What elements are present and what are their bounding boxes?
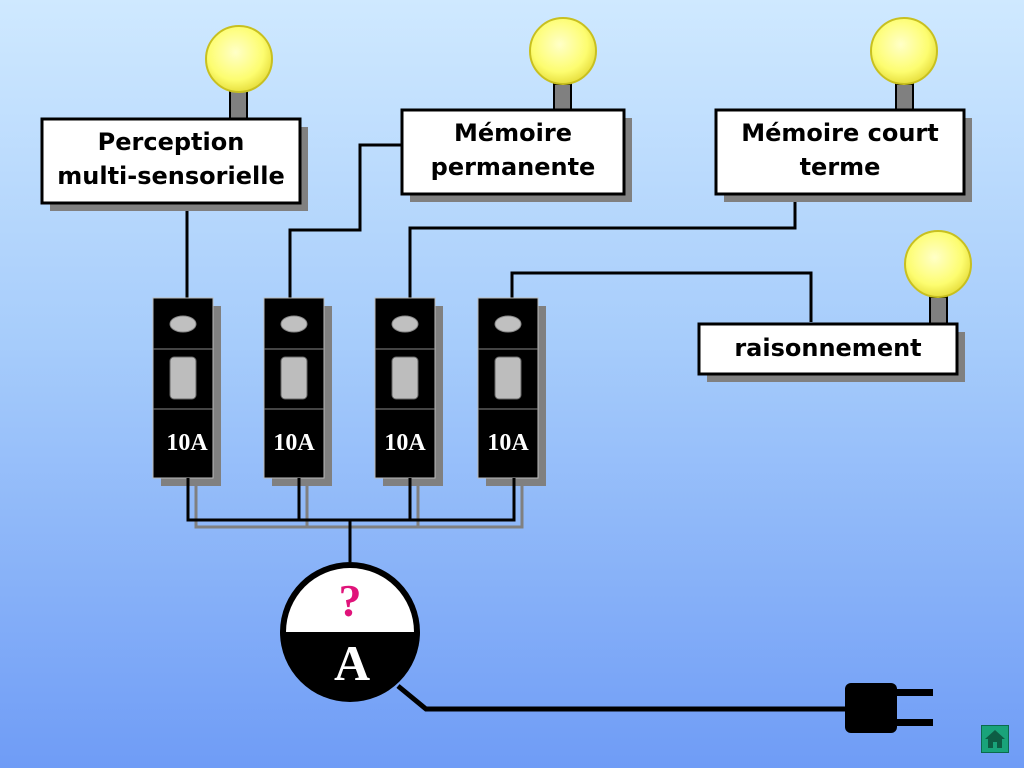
label-raisonnement: raisonnement — [697, 322, 965, 382]
label-memoire-court-terme: Mémoire court terme — [714, 108, 972, 202]
wire-memoire-court-terme — [408, 192, 797, 298]
home-button[interactable] — [981, 725, 1009, 753]
ammeter-symbol: A — [334, 635, 370, 691]
label-perception-line1: Perception — [98, 128, 245, 156]
label-perception: Perception multi-sensorielle — [40, 117, 308, 211]
bulb-raisonnement — [904, 230, 972, 326]
wires — [185, 143, 813, 322]
breaker-1[interactable]: 10A — [152, 297, 221, 486]
breaker-3-switch[interactable] — [391, 356, 419, 400]
label-raisonnement-line1: raisonnement — [734, 334, 921, 362]
plug-icon — [845, 683, 933, 733]
breaker-2-rating: 10A — [273, 430, 315, 456]
wire-raisonnement — [510, 271, 813, 322]
ammeter-question: ? — [339, 575, 362, 626]
breaker-3-rating: 10A — [384, 430, 426, 456]
bulb-perception — [205, 25, 273, 120]
ammeter: ? A — [280, 562, 420, 702]
label-memoire-permanente-line1: Mémoire — [454, 119, 572, 147]
bus-wires — [186, 478, 524, 562]
breakers: 10A 10A 10A 10A — [152, 297, 546, 486]
label-memoire-court-terme-line1: Mémoire court — [741, 119, 938, 147]
breaker-4-rating: 10A — [487, 430, 529, 456]
breaker-4-switch[interactable] — [494, 356, 522, 400]
breaker-2-switch[interactable] — [280, 356, 308, 400]
breaker-3[interactable]: 10A — [374, 297, 443, 486]
label-memoire-permanente: Mémoire permanente — [400, 108, 632, 202]
breaker-1-rating: 10A — [166, 430, 208, 456]
label-perception-line2: multi-sensorielle — [57, 162, 284, 190]
bulb-memoire-permanente — [529, 17, 597, 113]
home-icon — [985, 730, 1005, 748]
breaker-4[interactable]: 10A — [477, 297, 546, 486]
label-memoire-court-terme-line2: terme — [800, 153, 881, 181]
breaker-1-switch[interactable] — [169, 356, 197, 400]
power-cord — [396, 684, 850, 712]
label-memoire-permanente-line2: permanente — [431, 153, 596, 181]
wire-memoire-permanente — [288, 143, 402, 298]
breaker-2[interactable]: 10A — [263, 297, 332, 486]
bulb-memoire-court-terme — [870, 17, 938, 113]
